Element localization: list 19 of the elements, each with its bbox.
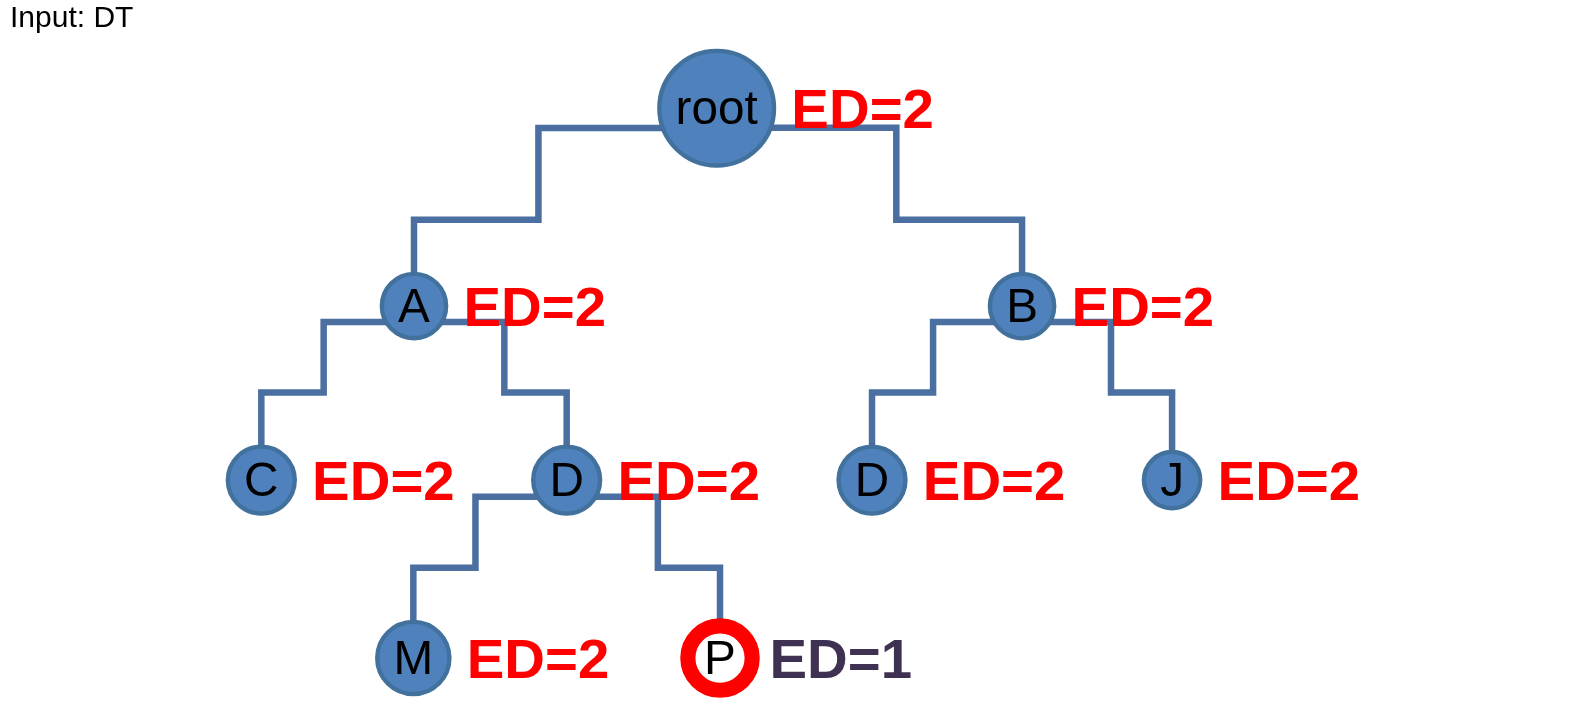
node-circle: C [225,444,297,516]
distance-label: ED=2 [1217,448,1361,512]
distance-label: ED=2 [463,274,607,338]
node-circle: D [531,444,603,516]
node-circle: root [657,48,777,168]
node-circle: J [1141,449,1203,511]
distance-label: ED=2 [922,448,1066,512]
distance-label: ED=1 [769,626,913,690]
distance-label: ED=2 [312,448,455,512]
node-circle: P [680,618,760,698]
distance-label: ED=2 [466,626,610,690]
title: Input: DT [10,0,134,34]
node-circle: M [375,619,452,697]
distance-label: ED=2 [1071,274,1215,338]
distance-label: ED=2 [791,76,934,140]
node-circle: B [987,271,1057,341]
node-circle: A [379,271,449,341]
distance-label: ED=2 [617,448,761,512]
node-circle: D [836,444,908,516]
